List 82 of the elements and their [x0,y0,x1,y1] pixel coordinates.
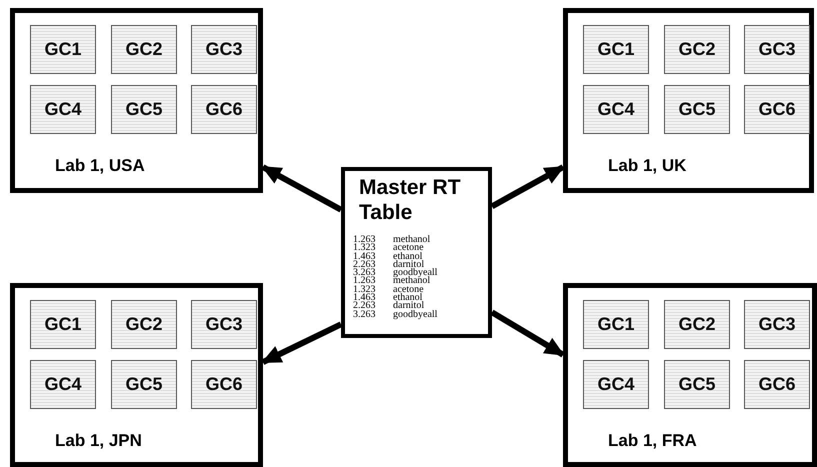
lab-box [10,283,263,467]
gc-label: GC4 [44,99,82,120]
lab-box [563,8,814,193]
lab-name: Lab 1, JPN [55,431,142,451]
gc-label: GC3 [205,314,242,335]
gc-box [30,85,96,134]
gc-box [30,25,96,74]
gc-label: GC2 [125,314,162,335]
gc-box [583,25,649,74]
compound-name: darnitol [393,302,424,311]
retention-time: 1.463 [353,252,376,261]
compound-name: ethanol [393,252,422,261]
gc-box [664,360,730,409]
table-box [341,167,492,338]
gc-box [744,360,810,409]
gc-label: GC3 [758,39,796,60]
gc-label: GC6 [758,374,796,395]
gc-label: GC5 [678,374,716,395]
retention-time: 2.263 [353,302,376,311]
gc-box [744,25,810,74]
gc-box [111,85,177,134]
compound-name: acetone [393,286,425,294]
lab-name: Lab 1, USA [55,156,145,176]
gc-label: GC2 [678,314,716,335]
gc-box [191,25,257,74]
gc-label: GC5 [678,99,716,120]
compound-name: goodbyeall [393,269,438,278]
gc-label: GC1 [44,39,82,60]
gc-box [111,300,177,349]
gc-box [664,85,730,134]
gc-box [111,360,177,409]
gc-label: GC5 [125,374,162,395]
retention-time: 1.263 [353,277,376,286]
arrow [261,322,342,365]
compound-name: ethanol [393,294,422,302]
compound-name: darnitol [393,260,424,270]
retention-time: 1.323 [353,244,376,253]
retention-time: 1.323 [353,286,376,294]
retention-time: 2.263 [353,260,376,270]
gc-label: GC4 [597,374,634,395]
gc-box [111,25,177,74]
gc-label: GC6 [205,99,242,120]
lab-name: Lab 1, FRA [608,431,697,451]
table-title: Master RT Table [359,175,462,225]
gc-label: GC3 [758,314,796,335]
gc-box [744,85,810,134]
retention-time: 1.463 [353,294,376,302]
gc-box [664,25,730,74]
gc-box [191,300,257,349]
gc-box [664,300,730,349]
compound-name: methanol [393,277,430,286]
gc-label: GC5 [125,99,162,120]
gc-box [583,360,649,409]
compound-name: methanol [393,236,432,244]
gc-label: GC6 [205,374,242,395]
gc-label: GC1 [597,39,634,60]
arrow [490,164,565,209]
gc-box [191,85,257,134]
gc-box [744,300,810,349]
gc-box [191,360,257,409]
lab-box [10,8,263,193]
gc-label: GC2 [678,39,716,60]
gc-label: GC2 [125,39,162,60]
gc-box [30,360,96,409]
gc-label: GC4 [597,99,634,120]
gc-label: GC3 [205,39,242,60]
lab-name: Lab 1, UK [608,156,686,176]
gc-label: GC1 [597,314,634,335]
compound-name: goodbyeall [393,310,438,319]
gc-box [583,300,649,349]
arrow [261,164,342,212]
arrow [490,310,565,358]
gc-label: GC4 [44,374,82,395]
gc-box [583,85,649,134]
gc-box [30,300,96,349]
retention-time: 1.263 [353,236,376,244]
compound-name: acetone [393,244,424,253]
retention-time: 3.263 [353,310,376,319]
retention-time: 3.263 [353,269,376,278]
gc-label: GC6 [758,99,796,120]
gc-label: GC1 [44,314,82,335]
lab-box [563,283,817,467]
